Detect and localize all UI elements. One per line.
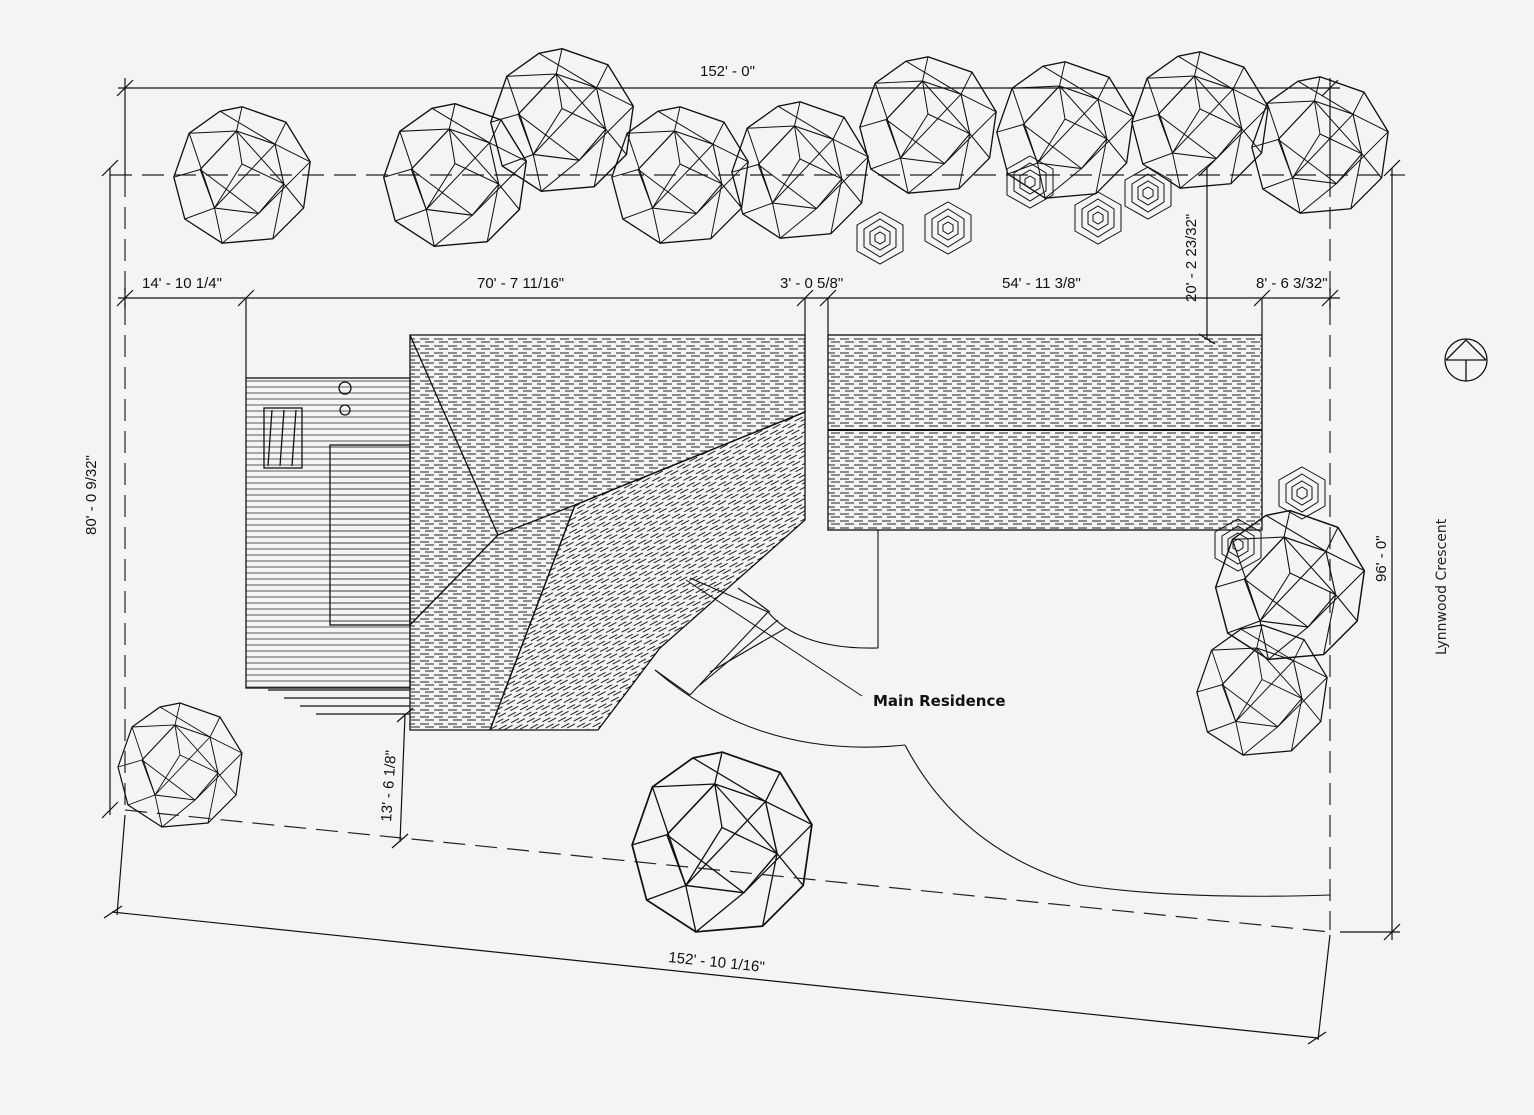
dim-gap: 3' - 0 5/8" xyxy=(780,275,843,292)
dim-setback-right: 8' - 6 3/32" xyxy=(1256,275,1328,292)
north-arrow-icon xyxy=(1444,338,1488,382)
tree-icon xyxy=(731,101,869,239)
dim-left-depth: 80' - 0 9/32" xyxy=(83,455,100,535)
garage-roof xyxy=(827,334,1263,531)
dim-front-setback: 13' - 6 1/8" xyxy=(378,750,400,823)
main-residence-label: Main Residence xyxy=(873,692,1006,710)
tree-icon xyxy=(1196,624,1328,756)
dim-setback-left: 14' - 10 1/4" xyxy=(142,275,222,292)
tree-icon xyxy=(631,751,813,933)
dim-top-total: 152' - 0" xyxy=(700,63,755,80)
shrub-icon xyxy=(1074,191,1122,245)
dim-house-width: 70' - 7 11/16" xyxy=(477,275,564,292)
dim-right-depth: 96' - 0" xyxy=(1373,535,1390,582)
driveway xyxy=(654,530,1331,897)
main-residence-roof xyxy=(245,334,806,731)
dim-garage-width: 54' - 11 3/8" xyxy=(1002,275,1081,292)
tree-icon xyxy=(1251,76,1389,214)
dimension-lines xyxy=(101,78,1401,1045)
tree-icon xyxy=(996,61,1134,199)
label-leader xyxy=(685,579,863,697)
tree-icon xyxy=(1131,51,1269,189)
shrub-icon xyxy=(856,211,904,265)
dim-rear-setback: 20' - 2 23/32" xyxy=(1183,214,1200,302)
shrub-icon xyxy=(924,201,972,255)
tree-icon xyxy=(490,48,634,192)
tree-icon xyxy=(117,702,243,828)
property-line xyxy=(110,174,1405,933)
tree-icon xyxy=(859,56,997,194)
street-label: Lynnwood Crescent xyxy=(1434,518,1450,655)
